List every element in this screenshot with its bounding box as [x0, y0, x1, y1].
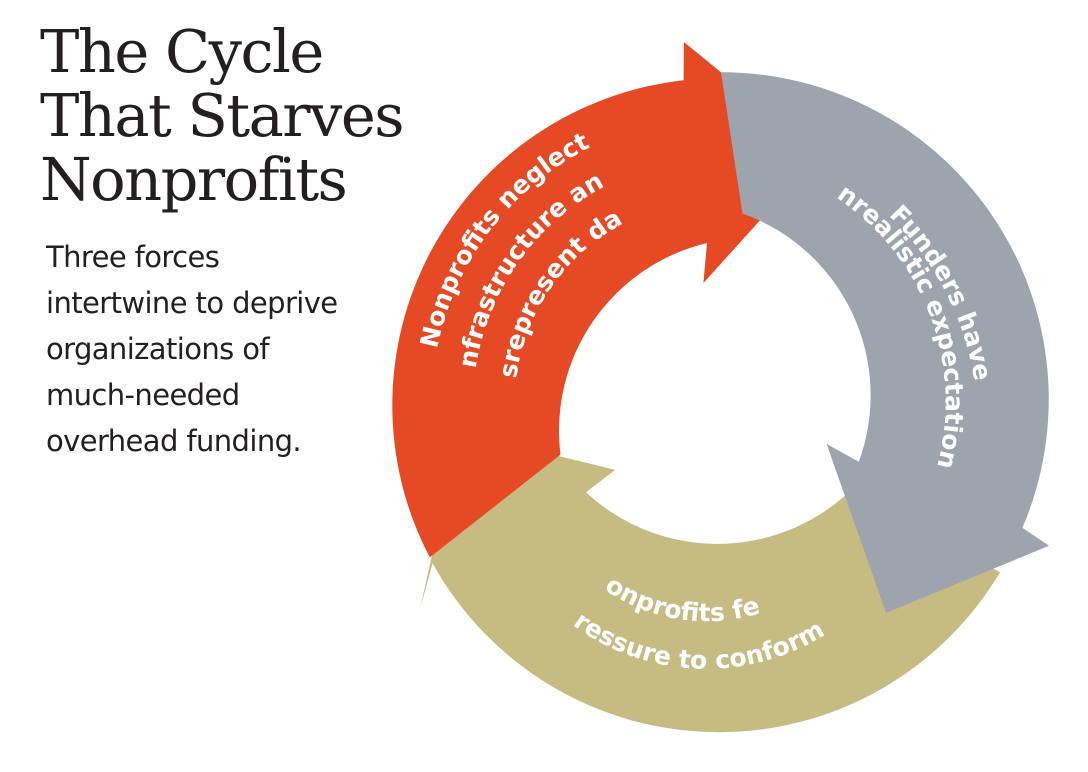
- subtitle-line: much-needed: [46, 378, 240, 412]
- arrow-segment-neglect: [392, 42, 821, 558]
- arrow-segment-funders: [721, 72, 1050, 613]
- subtitle-line: organizations of: [46, 332, 270, 366]
- subtitle-line: overhead funding.: [46, 424, 302, 458]
- page-title: The Cycle That Starves Nonprofits: [40, 20, 420, 212]
- subtitle-line: Three forces: [46, 240, 220, 274]
- subtitle-line: intertwine to deprive: [46, 286, 338, 320]
- subtitle: Three forces intertwine to deprive organ…: [46, 234, 386, 464]
- title-line: Nonprofits: [40, 145, 348, 214]
- title-line: That Starves: [40, 81, 405, 150]
- cycle-diagram: Nonprofits neglect infrastructure and mi…: [380, 30, 1050, 733]
- title-line: The Cycle: [40, 17, 324, 86]
